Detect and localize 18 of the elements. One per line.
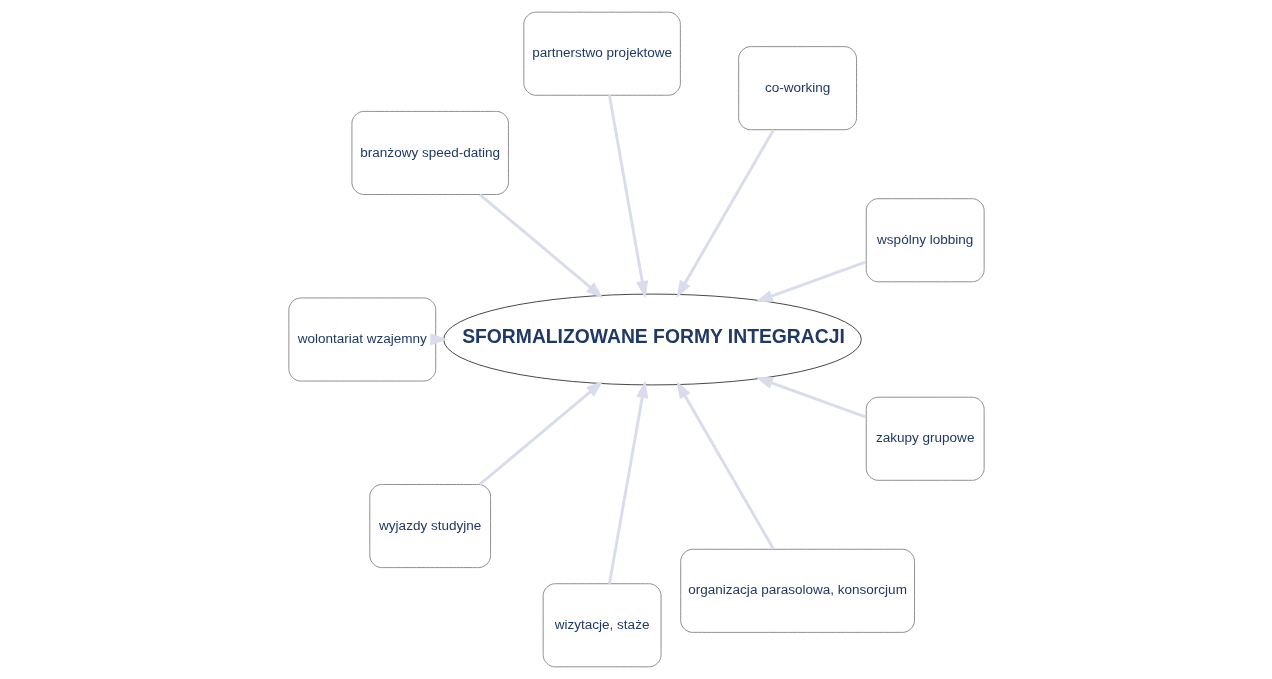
arrow [607, 95, 648, 299]
arrow [755, 377, 866, 419]
node-box: wizytacje, staże [542, 583, 662, 668]
node-box: partnerstwo projektowe [522, 11, 681, 96]
arrow [478, 380, 603, 486]
node-ellipse: SFORMALIZOWANE FORMY INTEGRACJI [442, 293, 862, 386]
node-box: wyjazdy studyjne [368, 484, 491, 569]
arrow [478, 193, 603, 299]
arrow [675, 381, 775, 550]
node-box: wspólny lobbing [865, 198, 985, 283]
arrow [675, 129, 775, 298]
arrow [607, 380, 648, 584]
arrow [755, 260, 866, 302]
node-box: organizacja parasolowa, konsorcjum [679, 548, 915, 633]
node-box: zakupy grupowe [865, 396, 985, 481]
arrow [429, 333, 448, 346]
node-box: branżowy speed-dating [350, 110, 509, 195]
node-box: co-working [737, 46, 857, 131]
